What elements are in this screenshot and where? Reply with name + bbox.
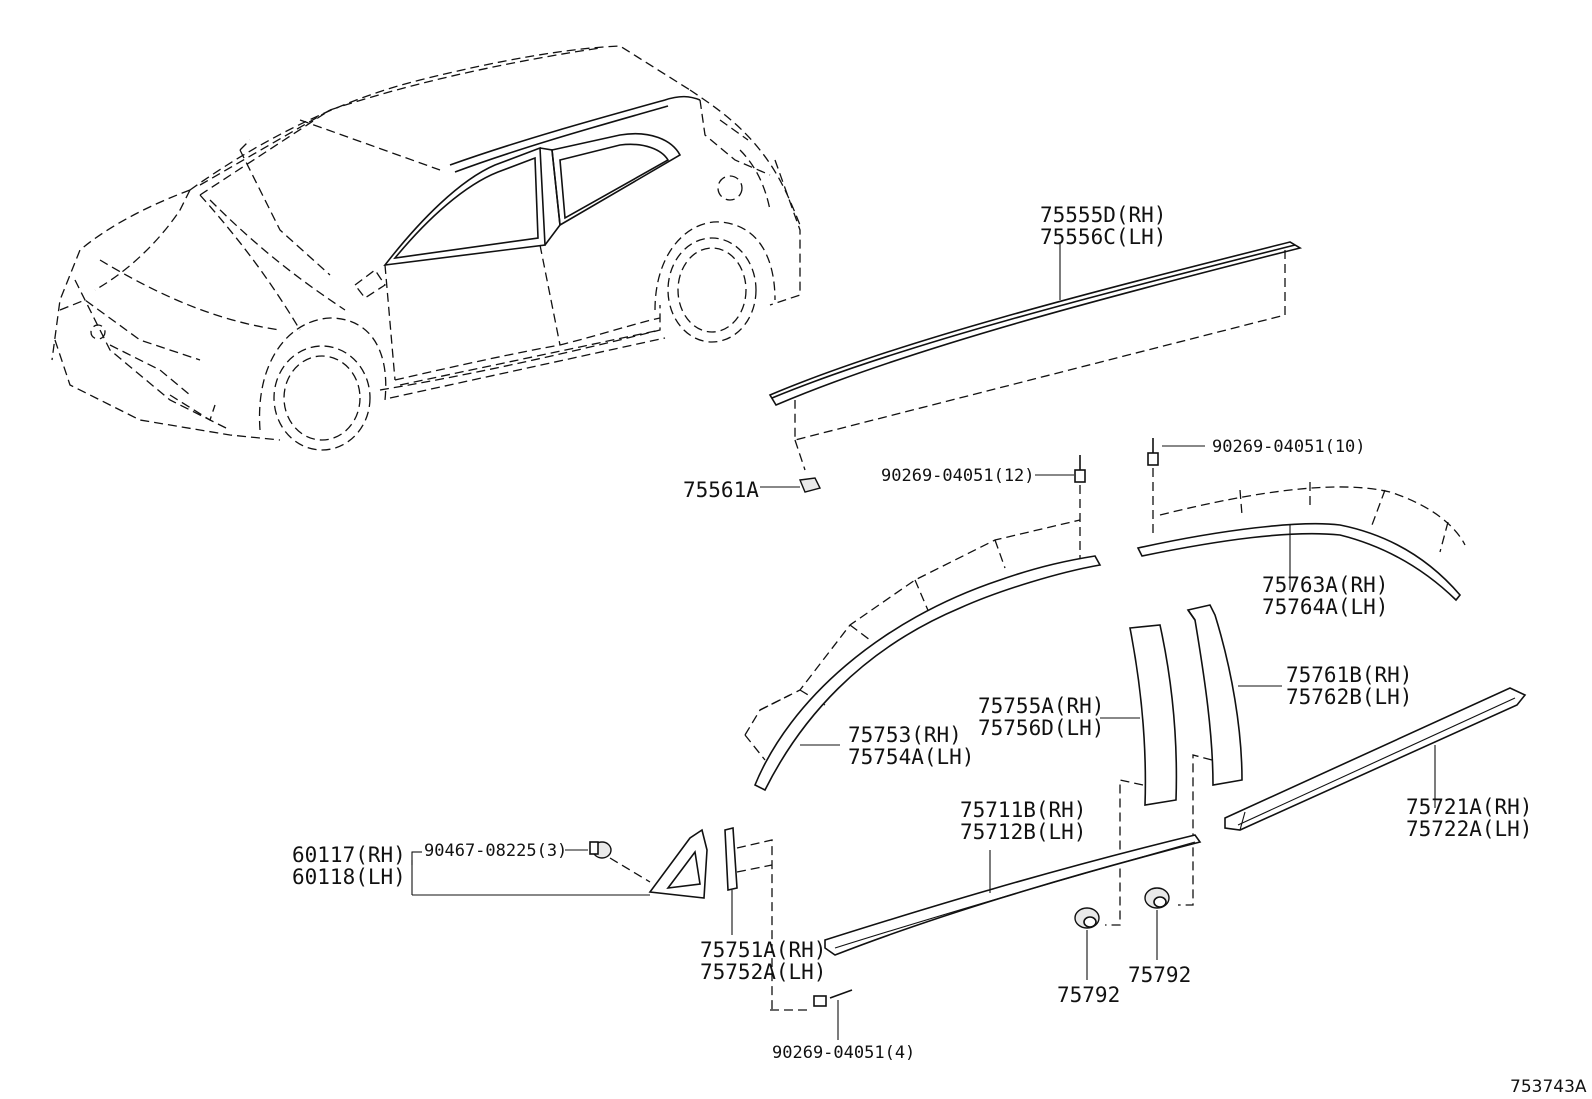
callout-c5-line-1: 75763A(RH) — [1262, 573, 1388, 597]
callout-c9-line-1: 75711B(RH) — [960, 798, 1086, 822]
callout-c11-line-2: 60118(LH) — [292, 865, 406, 889]
screw-4-part — [813, 989, 853, 1040]
mirror-triangle-part — [411, 828, 708, 899]
callout-c9-line-2: 75712B(LH) — [960, 820, 1086, 844]
figure-id: 753743A — [1510, 1077, 1587, 1097]
callout-c14-line-1: 75792 — [1057, 983, 1120, 1007]
callout-c1-line-2: 75556C(LH) — [1040, 225, 1166, 249]
clip-75561a-part — [760, 477, 822, 493]
callout-c10-line-2: 75722A(LH) — [1406, 817, 1532, 841]
callout-c16-line-1: 90269-04051(4) — [772, 1043, 915, 1063]
callout-c13-line-1: 75751A(RH) — [700, 938, 826, 962]
callout-c7-line-2: 75756D(LH) — [978, 716, 1104, 740]
molding-75751a-part — [724, 826, 810, 1011]
callout-c8-line-2: 75754A(LH) — [848, 745, 974, 769]
callouts: 75555D(RH) 75556C(LH) 75561A 90269-04051… — [292, 203, 1587, 1097]
callout-c6-line-1: 75761B(RH) — [1286, 663, 1412, 687]
pillar-75761b-part — [1178, 604, 1282, 906]
callout-c5-line-2: 75764A(LH) — [1262, 595, 1388, 619]
roof-molding-part — [768, 241, 1303, 471]
callout-c1-line-1: 75555D(RH) — [1040, 203, 1166, 227]
callout-c15-line-1: 75792 — [1128, 963, 1191, 987]
callout-c13-line-2: 75752A(LH) — [700, 960, 826, 984]
screw-12-part — [1035, 455, 1086, 560]
nut-90467-part — [565, 841, 612, 859]
rear-belt-molding-part — [1224, 687, 1527, 831]
front-door-frame-part — [744, 519, 1102, 792]
callout-c12-line-1: 90467-08225(3) — [424, 841, 567, 861]
callout-c8-line-1: 75753(RH) — [848, 723, 962, 747]
callout-c7-line-1: 75755A(RH) — [978, 694, 1104, 718]
clip-75792-left-part — [1074, 907, 1100, 980]
callout-c10-line-1: 75721A(RH) — [1406, 795, 1532, 819]
callout-c11-line-1: 60117(RH) — [292, 843, 406, 867]
pillar-75755a-part — [1100, 624, 1178, 926]
front-belt-molding-part — [824, 834, 1202, 956]
screw-10-part — [1147, 438, 1205, 535]
callout-c6-line-2: 75762B(LH) — [1286, 685, 1412, 709]
callout-c4-line-1: 90269-04051(10) — [1212, 437, 1366, 457]
car-illustration — [51, 45, 801, 451]
rear-door-frame-part — [1136, 482, 1466, 602]
callout-c3-line-1: 90269-04051(12) — [881, 466, 1035, 486]
clip-75792-right-part — [1144, 887, 1170, 960]
callout-c2-line-1: 75561A — [683, 478, 759, 502]
